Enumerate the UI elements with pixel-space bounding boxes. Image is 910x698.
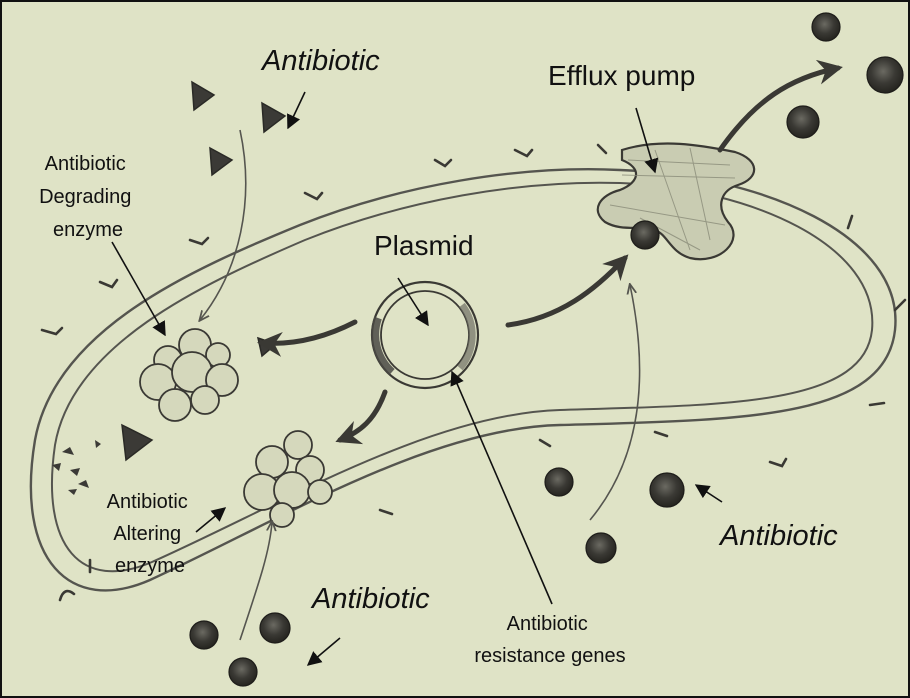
label-antibiotic-right: Antibiotic xyxy=(718,520,838,552)
label-altering-enzyme: Antibiotic Altering enzyme xyxy=(107,491,194,577)
label-plasmid: Plasmid xyxy=(374,230,474,261)
label-antibiotic-top: Antibiotic xyxy=(260,45,380,77)
label-efflux-pump: Efflux pump xyxy=(548,60,695,91)
label-degrading-enzyme: Antibiotic Degrading enzyme xyxy=(39,153,137,241)
label-antibiotic-bottom: Antibiotic xyxy=(310,583,430,615)
